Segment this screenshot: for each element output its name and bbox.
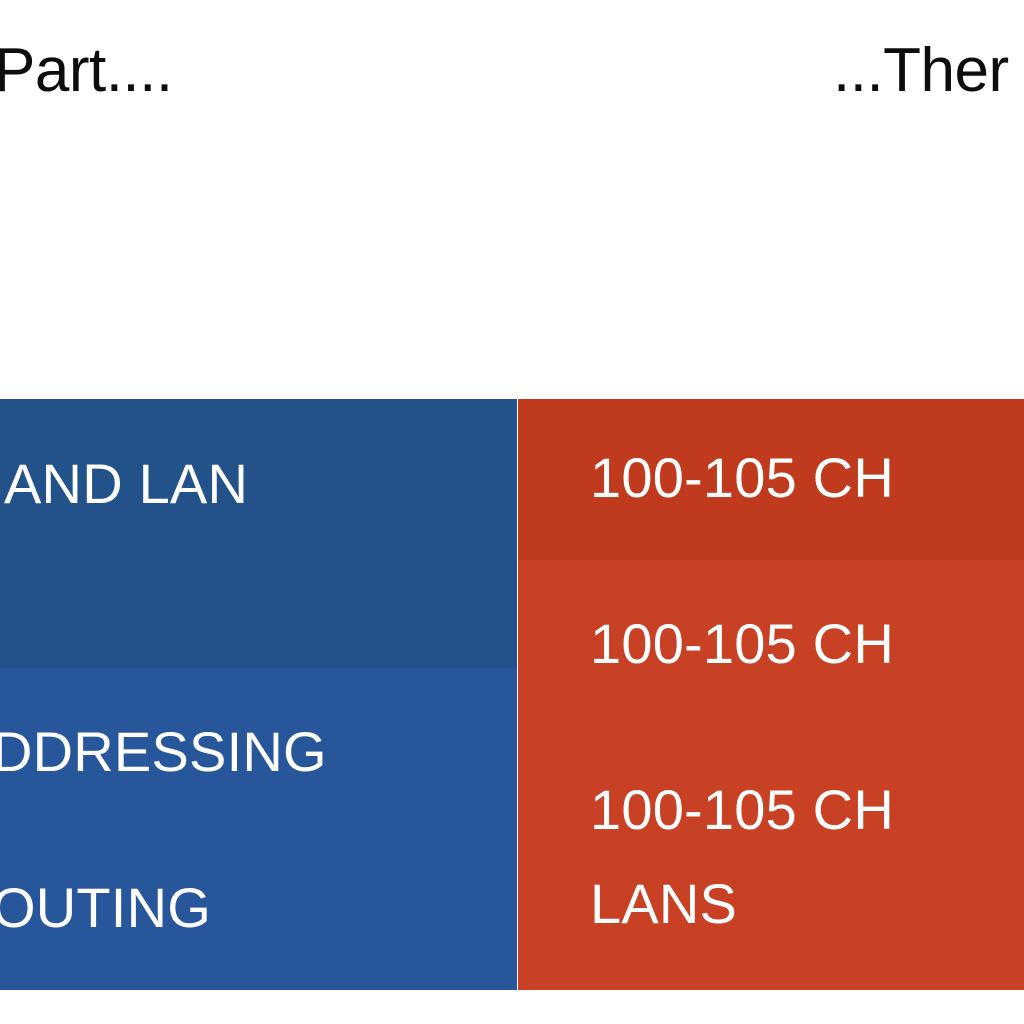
left-cell-2[interactable]: DDRESSING xyxy=(0,720,327,783)
blue-band-upper xyxy=(0,399,517,668)
right-column-orange: 100-105 CH 100-105 CH 100-105 CH LANS xyxy=(518,399,1024,990)
two-column-table: AND LAN DDRESSING OUTING 100-105 CH 100-… xyxy=(0,399,1024,990)
right-cell-2[interactable]: 100-105 CH xyxy=(590,611,894,677)
left-column-blue: AND LAN DDRESSING OUTING xyxy=(0,399,517,990)
right-cell-1[interactable]: 100-105 CH xyxy=(590,445,894,511)
right-cell-3[interactable]: 100-105 CH LANS xyxy=(590,777,894,937)
header-band: Part.... ...Ther xyxy=(0,0,1024,140)
header-left-label: Part.... xyxy=(0,36,173,105)
blue-band-lower xyxy=(0,668,517,990)
right-cell-2-line-1: 100-105 CH xyxy=(590,612,894,675)
right-cell-1-line-1: 100-105 CH xyxy=(590,446,894,509)
right-cell-3-line-1: 100-105 CH xyxy=(590,778,894,841)
header-right-label: ...Ther xyxy=(833,36,1009,105)
left-cell-3[interactable]: OUTING xyxy=(0,876,211,939)
orange-band-upper xyxy=(518,399,1024,560)
left-cell-1[interactable]: AND LAN xyxy=(4,452,249,515)
right-cell-3-line-2: LANS xyxy=(590,872,738,936)
orange-band-lower xyxy=(518,560,1024,990)
